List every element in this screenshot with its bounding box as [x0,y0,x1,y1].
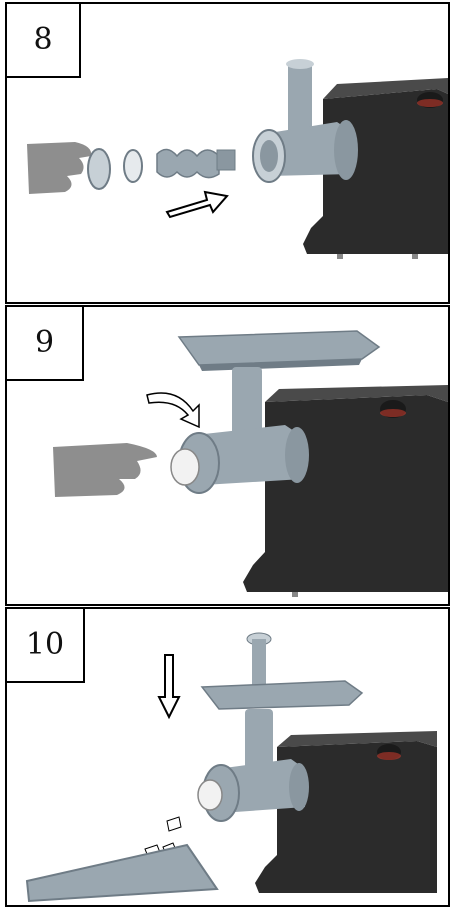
hand-icon [53,443,157,497]
collecting-tray [25,843,219,903]
feeding-tray [177,330,381,371]
grinder-head [197,709,309,822]
grinder-head [170,367,309,494]
arrow-right-icon [165,190,229,219]
hand-icon [27,142,92,194]
feeding-tray [200,680,364,710]
step-number: 8 [7,4,81,78]
auger [156,148,236,179]
step-10-panel: 10 [5,607,450,907]
step-8-panel: 8 [5,2,450,304]
step-number: 9 [7,307,84,381]
step-number: 10 [7,609,85,683]
curved-arrow-icon [146,392,200,429]
step-10-illustration [25,632,437,903]
step-8-illustration [27,59,448,259]
locking-ring [87,148,111,190]
meat-grinder-body [243,385,448,597]
meat-grinder-body [255,731,437,893]
cutting-plate [123,149,143,183]
step-9-illustration [53,330,448,597]
arrow-down-icon [157,654,181,720]
grinder-head [252,59,358,183]
step-9-panel: 9 [5,305,450,606]
